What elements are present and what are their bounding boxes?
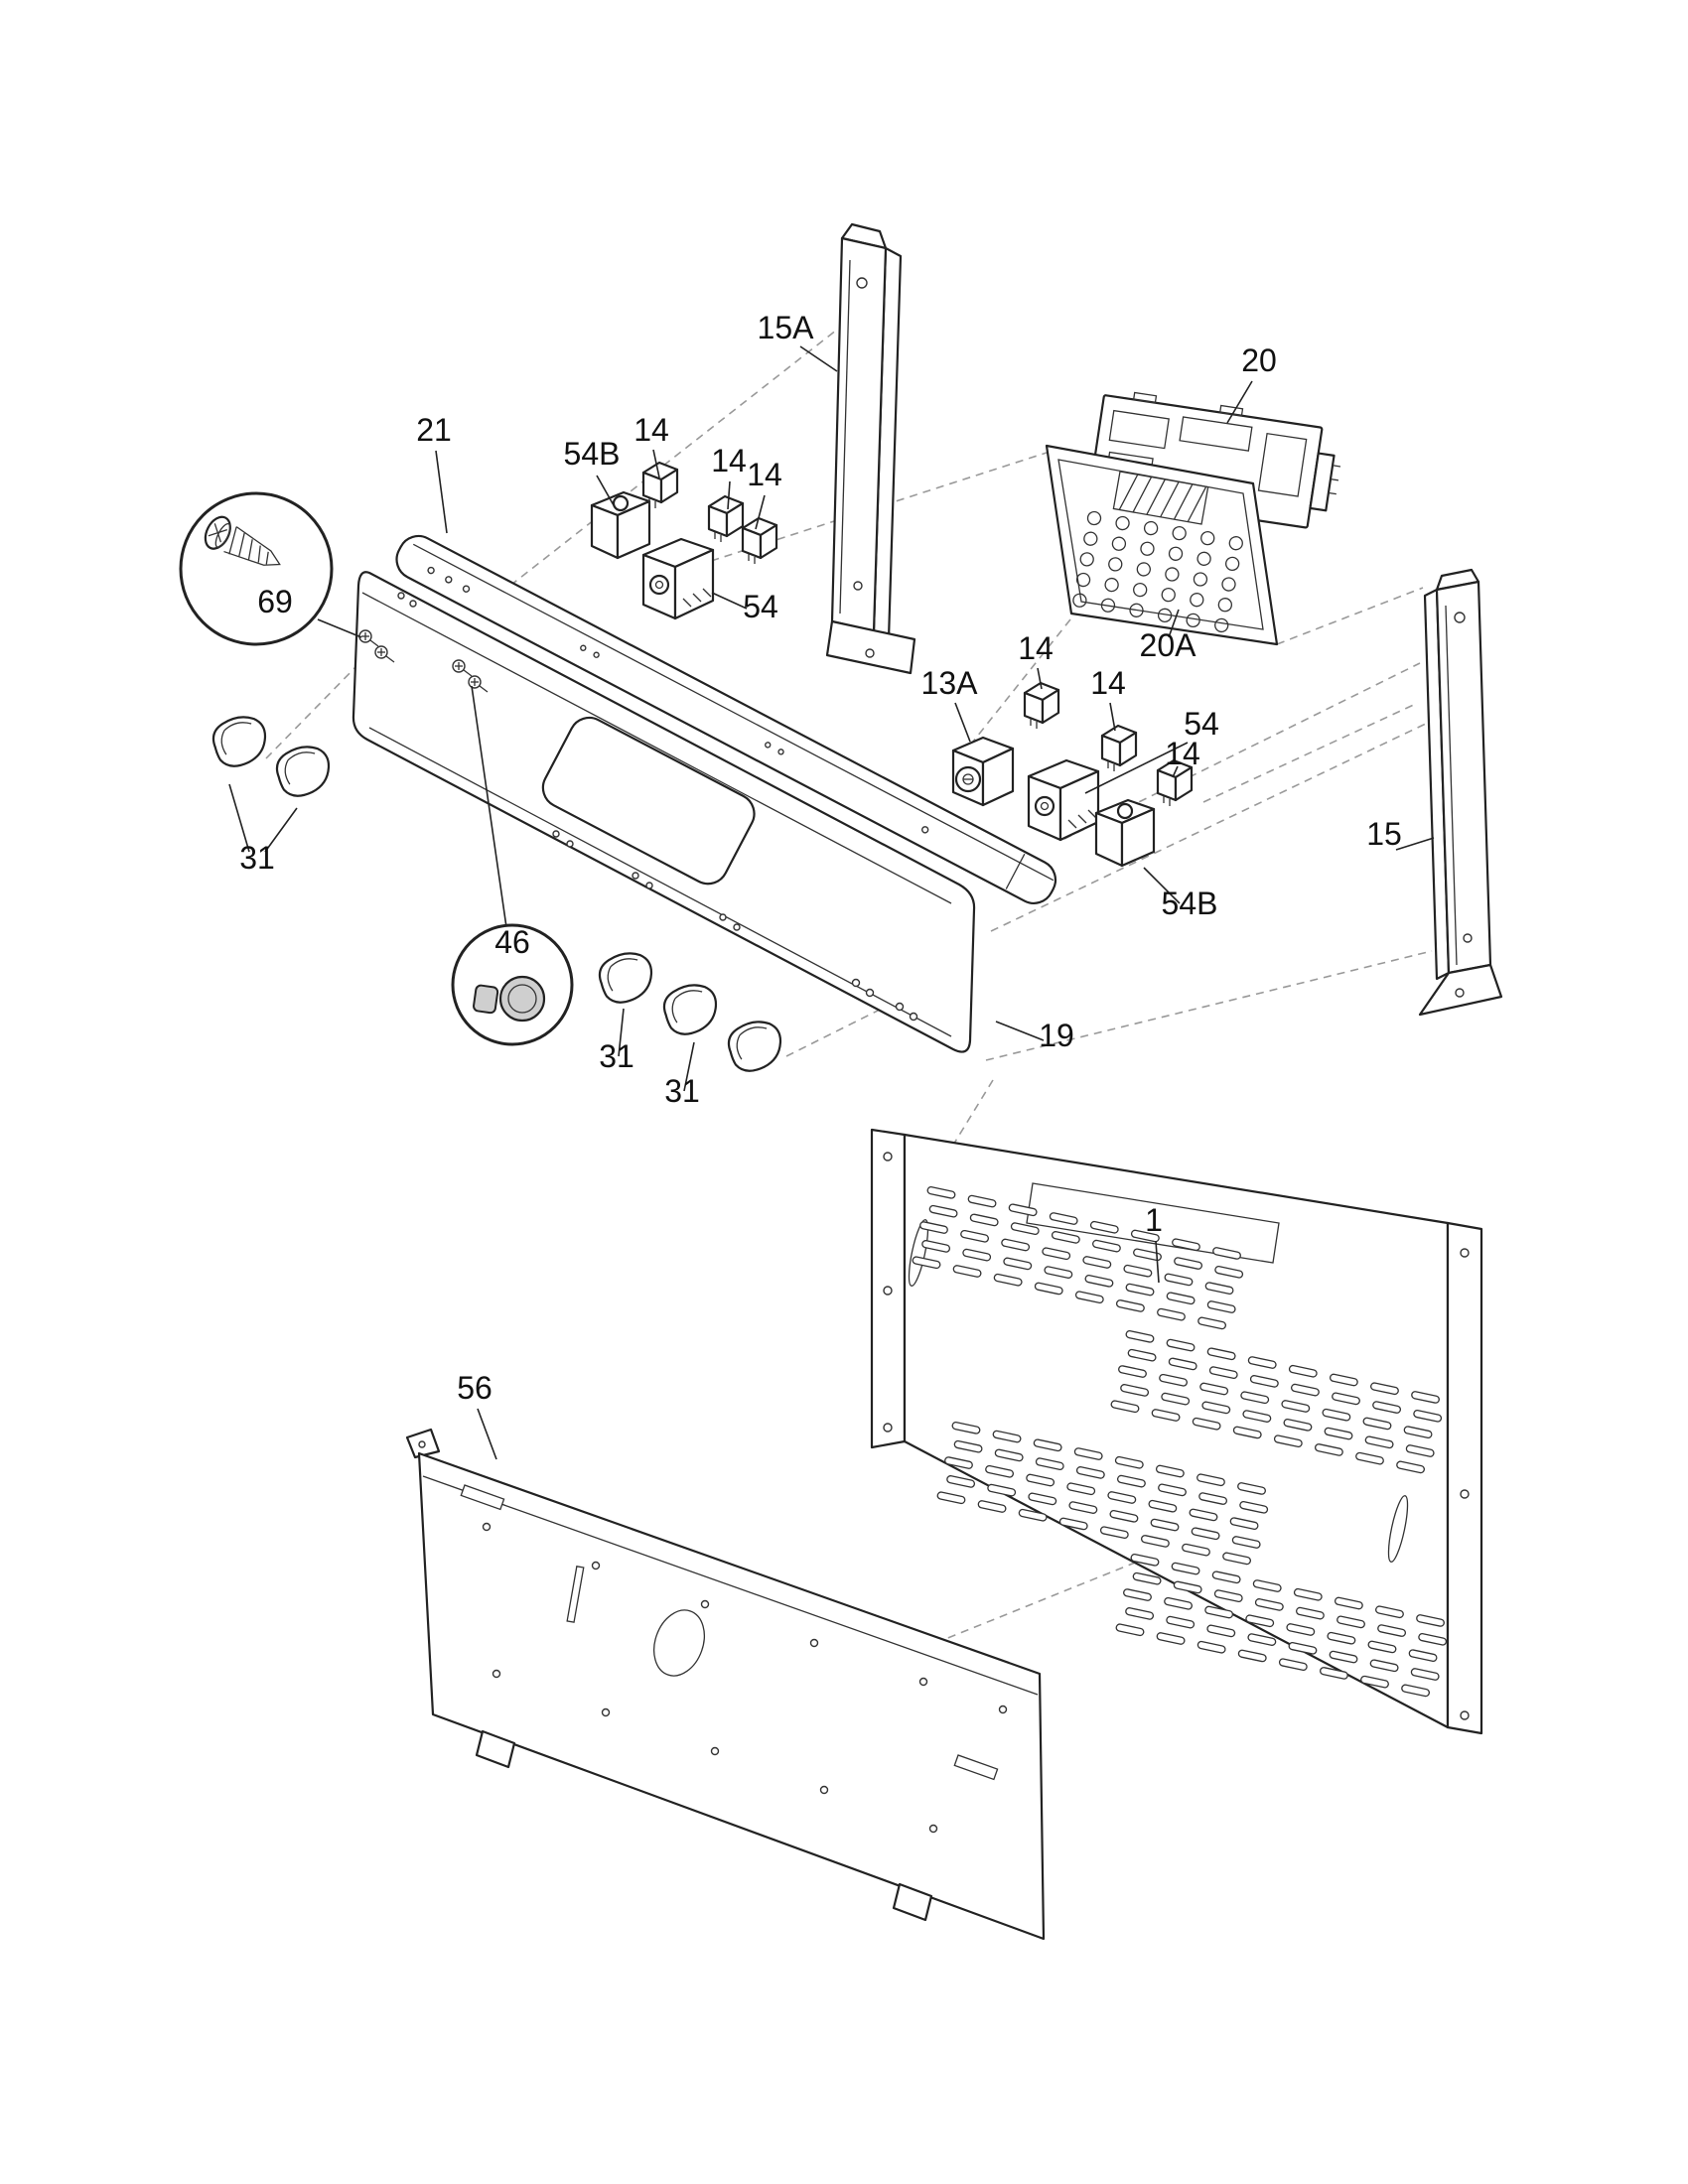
oval-slot-right	[1387, 1495, 1409, 1563]
switch-54-top	[641, 537, 715, 620]
callout-leader-lines	[228, 345, 1435, 1460]
part-21-top-trim	[395, 534, 1057, 904]
screw-69	[204, 515, 281, 566]
callout-13a: 13A	[921, 665, 979, 701]
callout-54-mid: 54	[1184, 706, 1219, 742]
switch-54b-mid	[1094, 798, 1156, 868]
knob-31-left-2	[271, 741, 337, 801]
rear-panel-flange-holes	[883, 1152, 1470, 1720]
callout-31-bottom-2: 31	[664, 1073, 700, 1109]
knob-31-bottom-3	[723, 1016, 788, 1076]
panel-mounting-holes	[397, 592, 918, 1022]
callout-20a: 20A	[1140, 627, 1197, 663]
switch-13a	[951, 736, 1015, 807]
callout-54-top: 54	[743, 589, 778, 624]
detail-circle-69	[179, 491, 362, 646]
part-15a-bracket-left	[825, 222, 916, 675]
part-19-control-panel	[352, 571, 976, 1053]
callout-46: 46	[494, 924, 530, 960]
switch-54-mid	[1027, 758, 1100, 842]
oval-hole	[653, 1609, 705, 1677]
callout-19: 19	[1039, 1018, 1074, 1053]
callout-56: 56	[457, 1370, 492, 1406]
callout-1: 1	[1145, 1202, 1163, 1238]
detail-circle-46	[451, 685, 574, 1046]
oval-slot-left	[908, 1219, 929, 1287]
callout-14-top-1: 14	[633, 412, 669, 448]
part-15-bracket-right	[1418, 568, 1503, 1017]
part-1-rear-panel	[870, 1128, 1483, 1735]
callout-31-left: 31	[239, 840, 275, 876]
part-56-lower-panel	[405, 1428, 1046, 1941]
vertical-slot	[566, 1566, 585, 1623]
callout-15: 15	[1366, 816, 1402, 852]
callout-20: 20	[1241, 342, 1277, 378]
callout-14-mid-3: 14	[1165, 736, 1200, 771]
knob-31-bottom-2	[658, 979, 724, 1039]
switch-14-top-3	[741, 516, 778, 566]
knob-46	[473, 975, 546, 1023]
callout-14-top-2: 14	[711, 443, 747, 478]
knob-31-left-1	[208, 711, 273, 771]
callout-31-bottom-1: 31	[599, 1038, 634, 1074]
callout-54b-mid: 54B	[1162, 886, 1218, 921]
part-20a-control-overlay	[1045, 444, 1279, 646]
lower-panel-holes	[482, 1522, 1008, 1834]
switch-14-mid-1	[1023, 681, 1060, 731]
callout-14-mid-2: 14	[1090, 665, 1126, 701]
switch-14-mid-2	[1100, 724, 1138, 773]
display-window	[1112, 471, 1209, 525]
callout-69: 69	[257, 584, 293, 619]
knob-31-bottom-1	[594, 947, 659, 1008]
callout-21: 21	[416, 412, 452, 448]
callout-14-mid-1: 14	[1018, 630, 1054, 666]
callout-14-top-3: 14	[747, 457, 782, 492]
panel-window-cutout	[541, 716, 756, 886]
switch-14-top-2	[707, 494, 745, 544]
switch-54b-top	[590, 490, 651, 560]
callout-15a: 15A	[758, 310, 815, 345]
callout-54b-top: 54B	[564, 436, 621, 472]
